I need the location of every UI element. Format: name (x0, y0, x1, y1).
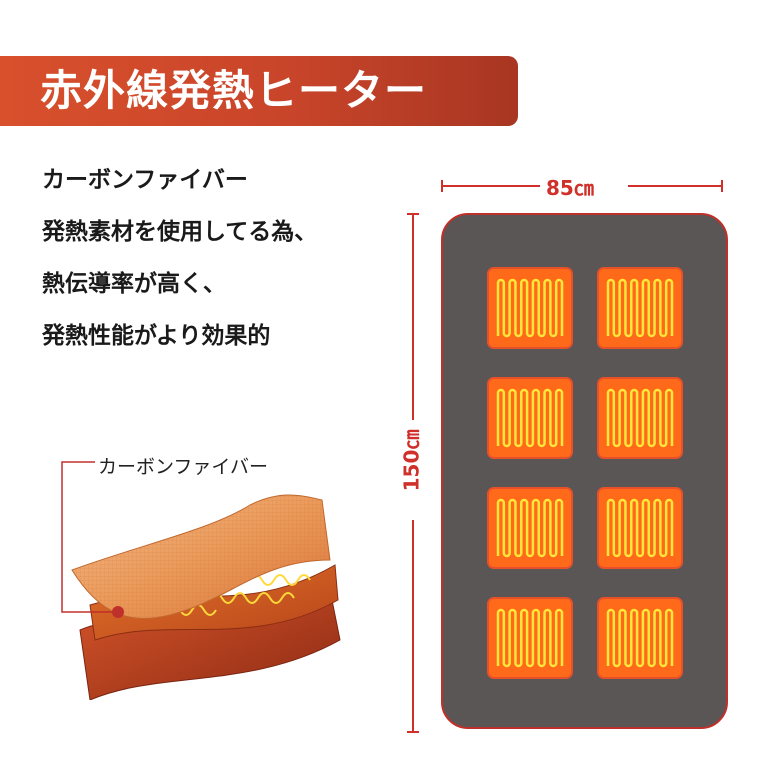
heating-element (597, 597, 683, 679)
page-title: 赤外線発熱ヒーター (40, 66, 428, 115)
callout-line (61, 461, 118, 613)
heating-wire (606, 278, 674, 338)
height-dimension-line (407, 213, 419, 733)
heating-wire (496, 498, 564, 558)
heating-wire (496, 608, 564, 668)
heating-wire (496, 388, 564, 448)
heating-wire (606, 608, 674, 668)
heating-pad-diagram (407, 180, 728, 733)
heating-zones (487, 267, 683, 679)
description-line: 発熱性能がより効果的 (42, 323, 271, 349)
width-dimension-line (441, 180, 723, 192)
heating-element (487, 597, 573, 679)
heating-element (487, 377, 573, 459)
heating-element (487, 267, 573, 349)
heating-wire (606, 388, 674, 448)
heating-element (487, 487, 573, 569)
heating-wire (606, 498, 674, 558)
heating-element (597, 267, 683, 349)
layer-label: カーボンファイバー (98, 456, 269, 478)
description-line: カーボンファイバー (42, 167, 248, 193)
width-dimension-label: 85㎝ (546, 176, 594, 200)
title-banner: 赤外線発熱ヒーター (0, 56, 518, 126)
callout-dot-icon (112, 606, 124, 618)
description-line: 発熱素材を使用してる為、 (42, 219, 318, 245)
heating-wire (496, 278, 564, 338)
carbon-fiber-layers-illustration (61, 461, 341, 700)
description: カーボンファイバー 発熱素材を使用してる為、 熱伝導率が高く、 発熱性能がより効… (42, 160, 382, 368)
heating-element (597, 377, 683, 459)
heating-element (597, 487, 683, 569)
heating-pad-body (441, 213, 728, 729)
description-line: 熱伝導率が高く、 (42, 271, 226, 297)
